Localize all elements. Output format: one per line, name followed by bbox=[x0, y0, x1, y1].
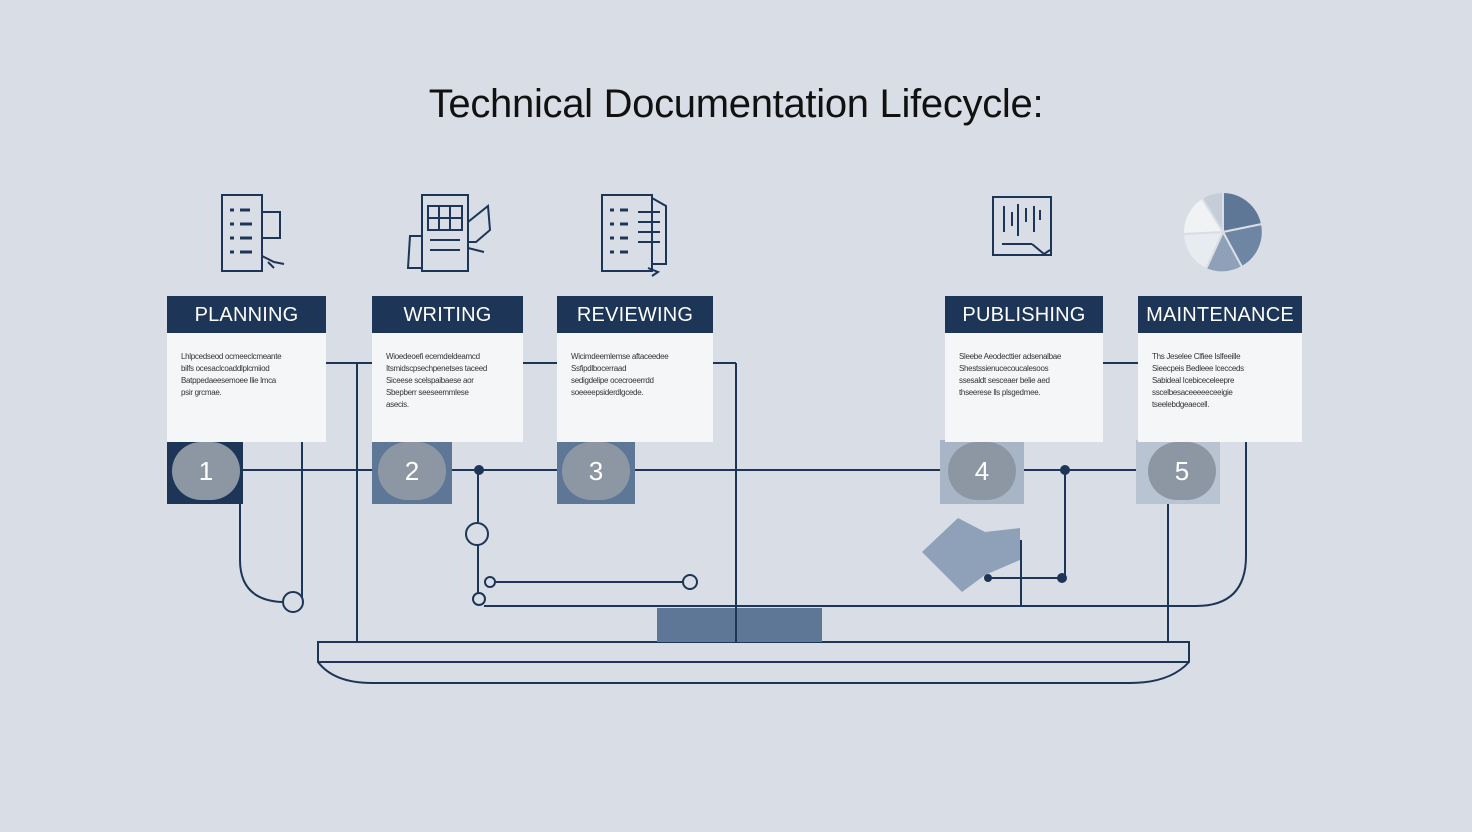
stage-label: MAINTENANCE bbox=[1138, 296, 1302, 333]
stage-label: REVIEWING bbox=[557, 296, 713, 333]
stage-card-planning: PLANNING Lhlpcedseod ocmeeclcmeante bilf… bbox=[167, 296, 326, 442]
publish-screen-icon bbox=[992, 196, 1052, 256]
stage-description: Ths Jeselee Clfiee Islfeeille Sieecpeis … bbox=[1138, 333, 1302, 442]
document-pencil-icon bbox=[406, 194, 492, 272]
stage-number-4: 4 bbox=[948, 442, 1016, 500]
stage-label: PLANNING bbox=[167, 296, 326, 333]
stage-card-maintenance: MAINTENANCE Ths Jeselee Clfiee Islfeeill… bbox=[1138, 296, 1302, 442]
page-title: Technical Documentation Lifecycle: bbox=[428, 82, 1044, 126]
review-document-icon bbox=[601, 194, 667, 277]
stage-card-publishing: PUBLISHING Sleebe Aeodecttier adsenalbae… bbox=[945, 296, 1103, 442]
stage-description: Wicimdeemlemse aftaceedee Ssfipdlbocerra… bbox=[557, 333, 713, 442]
stage-label: PUBLISHING bbox=[945, 296, 1103, 333]
stage-card-writing: WRITING Wioedeoefi ecemdeldeamcd Itsmids… bbox=[372, 296, 523, 442]
stage-description: Lhlpcedseod ocmeeclcmeante bilfs ocesacl… bbox=[167, 333, 326, 442]
stage-card-reviewing: REVIEWING Wicimdeemlemse aftaceedee Ssfi… bbox=[557, 296, 713, 442]
pie-chart-icon bbox=[1181, 190, 1264, 274]
stage-label: WRITING bbox=[372, 296, 523, 333]
checklist-document-icon bbox=[221, 194, 285, 272]
stage-description: Sleebe Aeodecttier adsenalbae Shestssien… bbox=[945, 333, 1103, 442]
stage-number-2: 2 bbox=[378, 442, 446, 500]
stage-description: Wioedeoefi ecemdeldeamcd Itsmidscpsechpe… bbox=[372, 333, 523, 442]
stage-number-1: 1 bbox=[172, 442, 240, 500]
stage-number-5: 5 bbox=[1148, 442, 1216, 500]
stage-number-3: 3 bbox=[562, 442, 630, 500]
